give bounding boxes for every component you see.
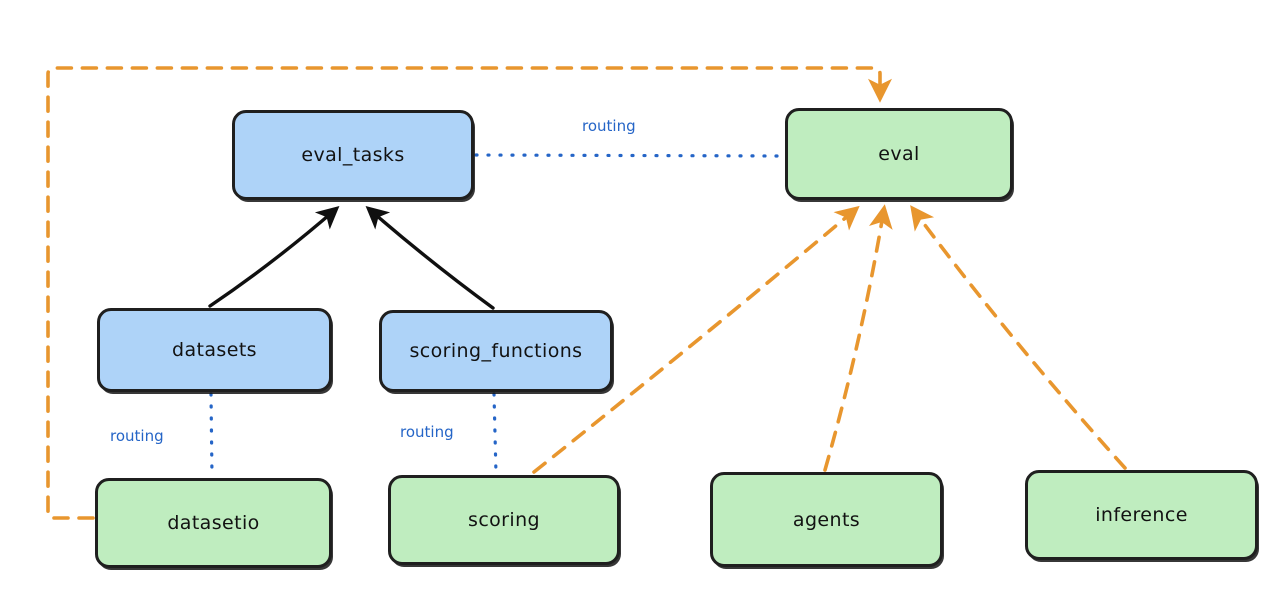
node-datasets[interactable]: datasets [97,308,332,392]
node-eval-tasks[interactable]: eval_tasks [232,110,474,200]
node-label: datasetio [167,512,260,534]
edge-routing-scoring-functions-scoring [492,392,498,476]
edge-depends-inference-eval [910,205,1127,470]
node-label: eval_tasks [301,144,405,166]
edge-label-routing-datasetio: routing [110,427,164,445]
node-label: scoring_functions [409,340,583,362]
edge-routing-eval-tasks-eval [474,153,785,158]
edge-depends-scoring-eval [532,205,860,474]
node-label: scoring [468,509,540,531]
edge-depends-agents-eval [823,204,893,472]
node-scoring-functions[interactable]: scoring_functions [379,310,613,392]
edge-label-routing-scoring: routing [400,423,454,441]
node-label: datasets [172,339,257,361]
node-datasetio[interactable]: datasetio [95,478,332,568]
node-inference[interactable]: inference [1025,470,1258,560]
node-label: eval [878,143,920,165]
node-scoring[interactable]: scoring [388,475,620,565]
edge-routing-datasets-datasetio [209,392,214,478]
node-label: inference [1095,504,1188,526]
node-agents[interactable]: agents [710,472,943,567]
edge-label-routing-eval: routing [582,117,636,135]
edge-uses-datasets-eval-tasks [208,206,340,308]
node-eval[interactable]: eval [785,108,1013,200]
edge-uses-scoring-functions-eval-tasks [365,206,495,310]
node-label: agents [792,508,861,531]
